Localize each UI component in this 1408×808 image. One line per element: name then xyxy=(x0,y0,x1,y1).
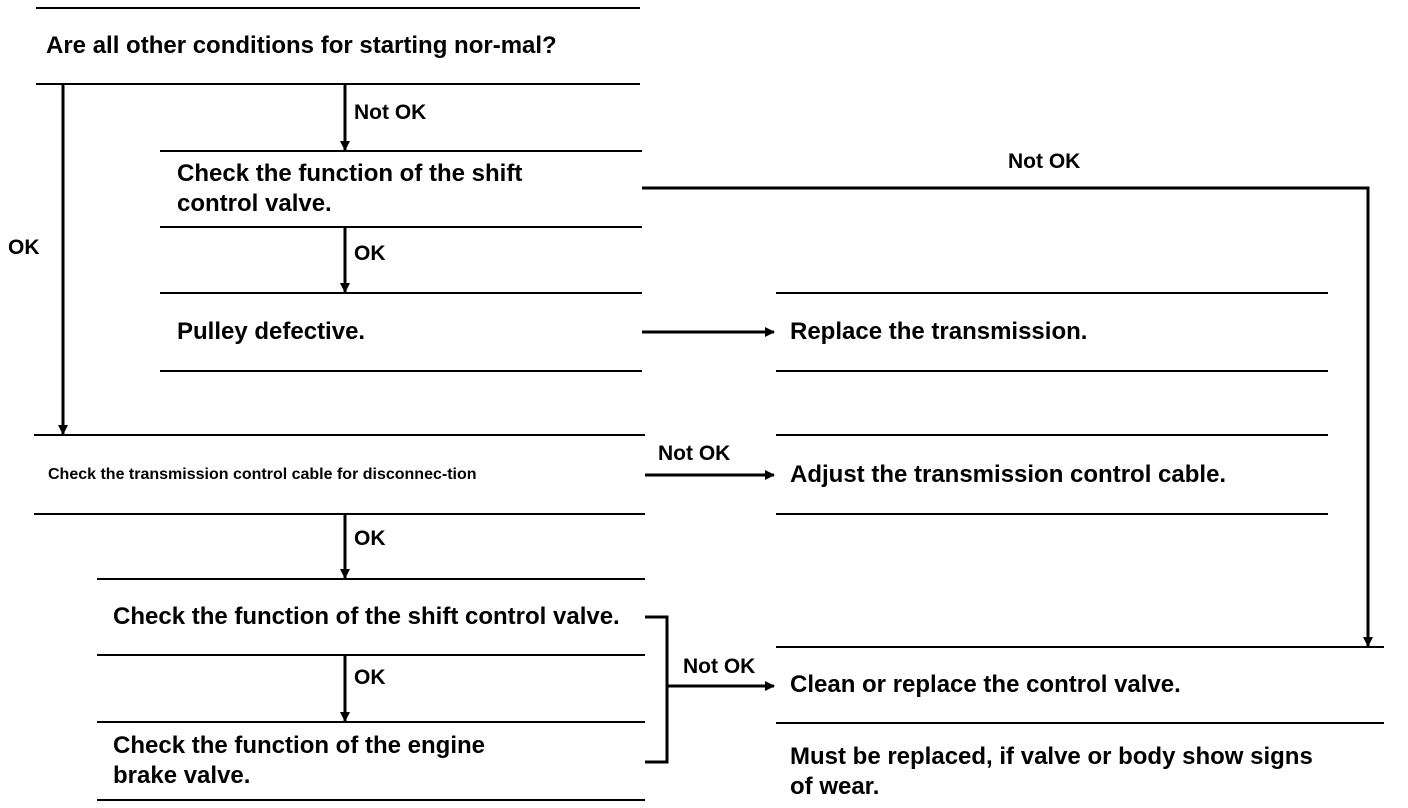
node-check-engine-brake-valve-text: Check the function of the engine brake v… xyxy=(113,732,486,789)
node-start: Are all other conditions for starting no… xyxy=(36,7,640,85)
node-pulley-defective-text: Pulley defective. xyxy=(177,318,366,345)
node-check-shift-valve-2: Check the function of the shift control … xyxy=(97,578,645,656)
label-notok-lower: Not OK xyxy=(683,655,756,678)
node-check-cable: Check the transmission control cable for… xyxy=(34,434,645,515)
label-ok-left: OK xyxy=(8,236,40,259)
replacement-note: Must be replaced, if valve or body show … xyxy=(790,743,1313,800)
label-ok-shift-valve-1: OK xyxy=(354,242,386,265)
node-adjust-cable-text: Adjust the transmission control cable. xyxy=(790,460,1227,488)
node-pulley-defective: Pulley defective. xyxy=(160,292,642,372)
label-notok-cable: Not OK xyxy=(658,442,731,465)
label-ok-cable: OK xyxy=(354,527,386,550)
node-check-engine-brake-valve: Check the function of the engine brake v… xyxy=(97,721,645,801)
label-ok-shift-valve-2: OK xyxy=(354,666,386,689)
node-check-shift-valve-1: Check the function of the shift control … xyxy=(160,150,642,228)
node-check-shift-valve-1-text: Check the function of the shift control … xyxy=(177,160,523,217)
node-check-cable-text: Check the transmission control cable for… xyxy=(48,465,477,483)
node-start-text: Are all other conditions for starting no… xyxy=(46,32,557,59)
node-clean-replace-valve-text: Clean or replace the control valve. xyxy=(790,671,1181,698)
node-check-shift-valve-2-text: Check the function of the shift control … xyxy=(113,603,620,630)
label-notok-shift-valve-1: Not OK xyxy=(1008,150,1081,173)
node-replace-transmission-text: Replace the transmission. xyxy=(790,318,1088,345)
arrow-notok-shift-valve-to-clean-replace xyxy=(642,186,1373,647)
node-replace-transmission: Replace the transmission. xyxy=(776,292,1328,372)
label-notok-start: Not OK xyxy=(354,101,427,124)
node-clean-replace-valve: Clean or replace the control valve. xyxy=(776,646,1384,724)
node-adjust-cable: Adjust the transmission control cable. xyxy=(776,434,1328,515)
bracket-join-lower-checks xyxy=(645,615,669,764)
